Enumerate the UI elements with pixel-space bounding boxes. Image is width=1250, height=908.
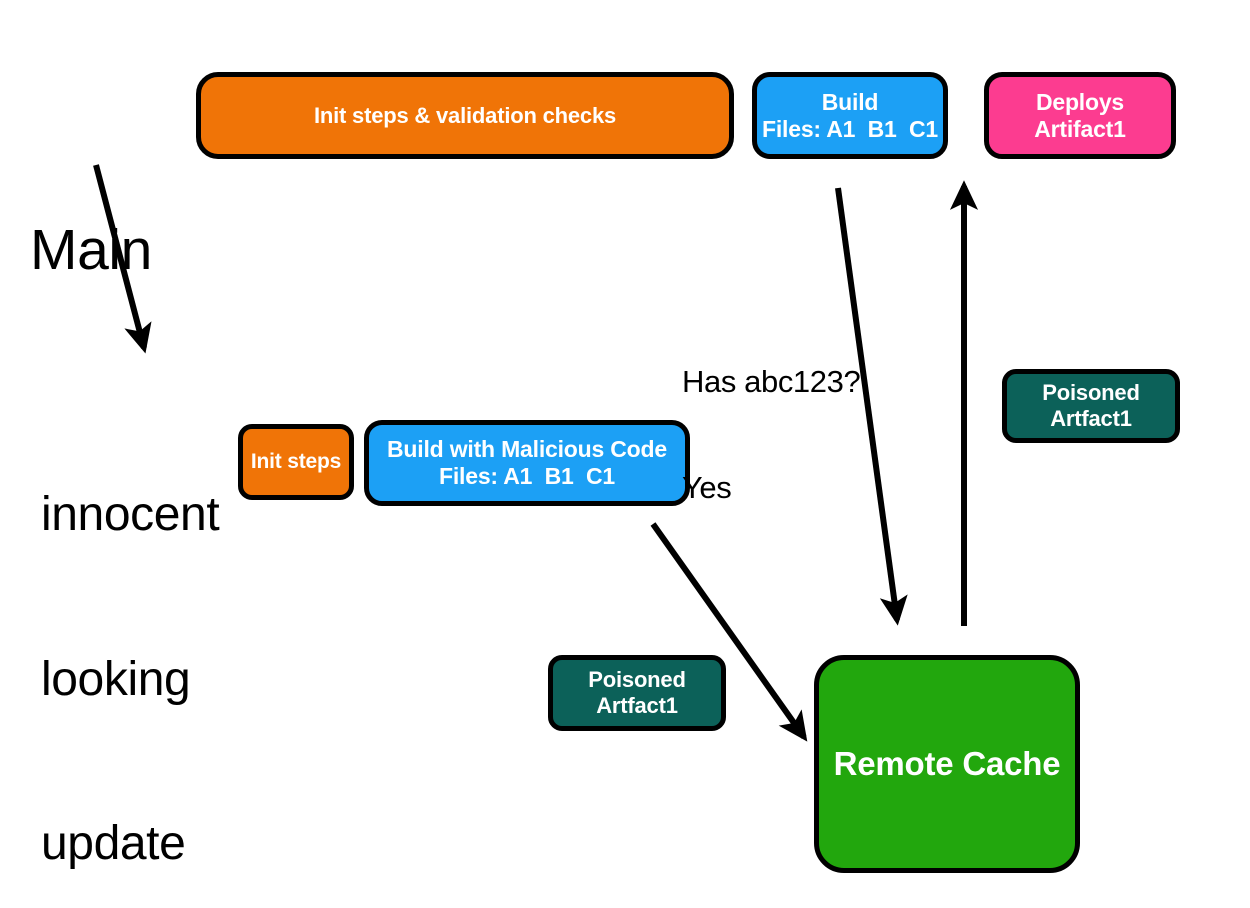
annotation-cache-query-line2: Yes — [682, 469, 732, 505]
node-main-deploys-line2: Artifact1 — [1034, 115, 1126, 142]
node-main-build[interactable]: Build Files: A1 B1 C1 — [752, 72, 948, 159]
node-attacker-build[interactable]: Build with Malicious Code Files: A1 B1 C… — [364, 420, 690, 506]
node-artifact-uploaded[interactable]: Poisoned Artfact1 — [548, 655, 726, 731]
node-main-deploys[interactable]: Deploys Artifact1 — [984, 72, 1176, 159]
node-artifact-downloaded-line2: Artfact1 — [1050, 406, 1132, 431]
node-artifact-downloaded-line1: Poisoned — [1042, 380, 1140, 406]
node-attacker-build-line1: Build with Malicious Code — [387, 436, 667, 463]
node-main-build-line2: Files: A1 B1 C1 — [762, 115, 938, 142]
node-main-build-line1: Build — [821, 88, 879, 115]
node-main-init-steps[interactable]: Init steps & validation checks — [196, 72, 734, 159]
node-main-deploys-line1: Deploys — [1035, 88, 1125, 115]
annotation-cache-query-line1: Has abc123? — [682, 363, 861, 399]
node-main-init-steps-label: Init steps & validation checks — [313, 102, 617, 128]
node-attacker-init-steps-label: Init steps — [250, 449, 342, 473]
node-remote-cache-label: Remote Cache — [833, 744, 1061, 782]
node-artifact-uploaded-line1: Poisoned — [588, 667, 686, 693]
branch-label-feature-line3: update — [41, 816, 186, 870]
node-attacker-init-steps[interactable]: Init steps — [238, 424, 354, 500]
node-artifact-uploaded-line2: Artfact1 — [596, 693, 678, 718]
branch-label-main: Main — [30, 88, 152, 413]
branch-label-feature: innocent looking update — [41, 379, 220, 908]
branch-label-main-text: Main — [30, 217, 152, 282]
branch-label-feature-line1: innocent — [41, 488, 220, 542]
node-artifact-downloaded[interactable]: Poisoned Artfact1 — [1002, 369, 1180, 443]
branch-label-feature-line2: looking — [41, 652, 191, 706]
node-attacker-build-line2: Files: A1 B1 C1 — [439, 463, 615, 489]
node-remote-cache[interactable]: Remote Cache — [814, 655, 1080, 873]
annotation-cache-query: Has abc123? Yes — [682, 293, 861, 576]
